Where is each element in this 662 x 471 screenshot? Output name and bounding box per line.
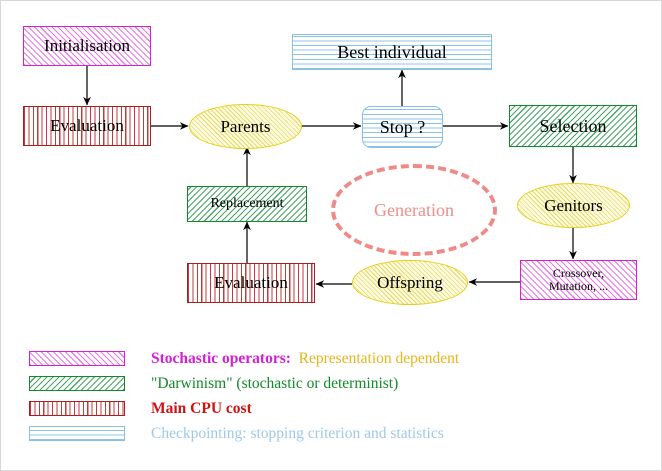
- legend-row-stochastic: Stochastic operators: Representation dep…: [29, 346, 629, 371]
- legend-swatch-checkpointing: [29, 426, 125, 441]
- node-offspring[interactable]: Offspring: [352, 260, 468, 305]
- node-stop[interactable]: Stop ?: [362, 106, 443, 148]
- legend-swatch-stochastic: [29, 351, 125, 366]
- node-crossover-mutation-label: Crossover, Mutation, ...: [549, 266, 608, 293]
- legend-label-darwinism: "Darwinism" (stochastic or determinist): [151, 374, 399, 392]
- node-evaluation-bottom-label: Evaluation: [214, 273, 288, 293]
- legend-swatch-cpu-cost: [29, 401, 125, 416]
- node-crossover-mutation[interactable]: Crossover, Mutation, ...: [520, 260, 637, 300]
- legend-label-stochastic: Stochastic operators: Representation dep…: [151, 350, 459, 368]
- node-stop-label: Stop ?: [379, 116, 426, 137]
- node-selection-label: Selection: [539, 115, 607, 136]
- legend-label-checkpointing: Checkpointing: stopping criterion and st…: [151, 424, 444, 442]
- legend-label-stochastic-primary: Stochastic operators:: [151, 349, 291, 367]
- node-evaluation-top[interactable]: Evaluation: [23, 106, 151, 146]
- legend-row-cpu-cost: Main CPU cost: [29, 396, 629, 421]
- node-parents[interactable]: Parents: [189, 104, 302, 149]
- node-initialisation-label: Initialisation: [44, 36, 130, 56]
- legend-label-stochastic-secondary: Representation dependent: [290, 349, 460, 367]
- node-initialisation[interactable]: Initialisation: [23, 26, 151, 66]
- node-selection[interactable]: Selection: [509, 105, 637, 147]
- node-evaluation-top-label: Evaluation: [50, 116, 124, 136]
- node-offspring-label: Offspring: [377, 272, 443, 292]
- node-replacement[interactable]: Replacement: [187, 186, 307, 222]
- node-best-individual-label: Best individual: [337, 41, 447, 62]
- legend: Stochastic operators: Representation dep…: [29, 346, 629, 446]
- legend-label-cpu-cost: Main CPU cost: [151, 399, 252, 417]
- node-best-individual[interactable]: Best individual: [292, 34, 492, 70]
- node-generation-annotation: Generation: [331, 164, 497, 256]
- node-genitors[interactable]: Genitors: [517, 183, 630, 228]
- node-genitors-label: Genitors: [544, 195, 603, 215]
- legend-swatch-darwinism: [29, 376, 125, 391]
- legend-row-darwinism: "Darwinism" (stochastic or determinist): [29, 371, 629, 396]
- node-parents-label: Parents: [220, 116, 271, 136]
- node-evaluation-bottom[interactable]: Evaluation: [187, 263, 315, 303]
- node-generation-label: Generation: [374, 199, 454, 220]
- legend-row-checkpointing: Checkpointing: stopping criterion and st…: [29, 421, 629, 446]
- node-replacement-label: Replacement: [210, 195, 284, 211]
